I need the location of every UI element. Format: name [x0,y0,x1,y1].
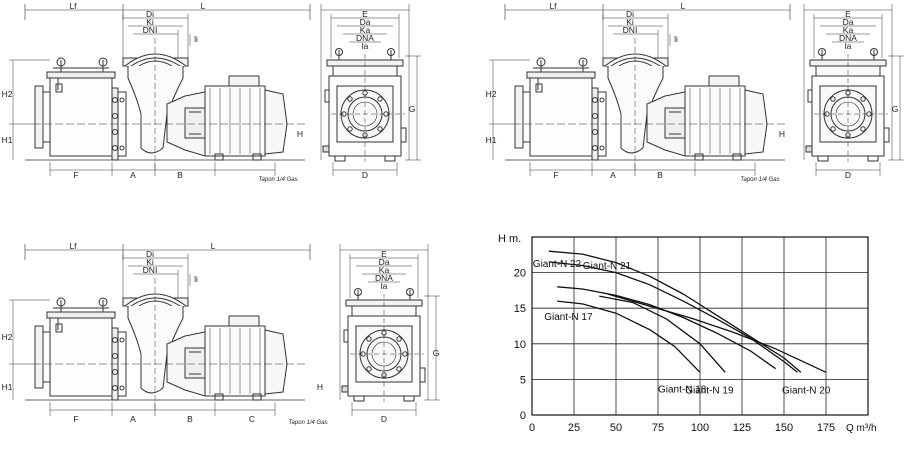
dim-ki: Ki [146,17,154,27]
x-tick-label: 50 [610,422,622,434]
dim-h-2: H [779,129,785,139]
dim-lf-3: Lf [69,241,77,251]
dim-d-2: D [845,170,851,180]
chart-y-ticks: 0 5 10 15 20 [514,268,526,422]
chart-frame [531,236,869,416]
dim-h1: H1 [2,135,13,145]
series-label-4: Giant-N 18 [658,384,707,395]
dim-b-3: B [187,414,193,424]
series-line-6 [607,293,827,373]
drain-note-2: Tapon 1/4 Gas [740,177,779,183]
dim-dna-2: DNA [839,33,857,43]
dim-dni-2: DNI [623,25,638,35]
series-label-3: Giant-N 17 [544,312,593,323]
dim-l-3: L [211,241,216,251]
dim-h1-3: H1 [2,382,13,392]
series-label-6: Giant-N 20 [782,385,831,396]
dim-la-2: la [845,41,852,51]
dim-li: li [194,34,198,44]
series-line-2 [548,261,798,373]
y-tick-label: 5 [520,374,526,386]
dim-a: A [130,170,136,180]
dim-f-3: F [73,414,78,424]
series-label-2: Giant-N 21 [583,261,632,272]
series-line-5 [599,295,726,373]
dim-h2: H2 [2,89,13,99]
dim-h: H [297,129,303,139]
series-line-3 [557,286,776,370]
y-tick-label: 15 [514,303,526,315]
dim-a-3: A [130,414,136,424]
y-tick-label: 10 [514,339,526,351]
pump-drawing-3 [8,243,441,417]
dim-di-3: Di [146,249,154,259]
dim-h-3: H [317,382,323,392]
dim-dni-3: DNI [143,265,158,275]
dim-a-2: A [610,170,616,180]
dim-dna-3: DNA [375,273,393,283]
series-label-5: Giant-N 19 [685,385,734,396]
dim-c-3: C [249,414,255,424]
dim-dna: DNA [356,33,374,43]
dim-e-2: E [845,9,851,19]
x-tick-label: 25 [568,422,580,434]
dim-ki-2: Ki [626,17,634,27]
dim-h2-2: H2 [486,89,497,99]
x-tick-label: 75 [652,422,664,434]
dim-da-2: Da [843,17,854,27]
dim-ka: Ka [360,25,371,35]
dim-g: G [409,104,416,114]
dim-li-2: li [674,34,678,44]
dim-la-3: la [381,281,388,291]
dim-da: Da [360,17,371,27]
x-tick-label: 100 [691,422,709,434]
dim-b-2: B [657,170,663,180]
dim-lf-2: Lf [549,1,557,11]
dim-dni: DNI [143,25,158,35]
dim-ka-3: Ka [379,265,390,275]
chart-series [548,250,827,373]
y-axis-label: H m. [498,233,521,245]
dim-h1-2: H1 [486,135,497,145]
series-line-1 [548,250,802,373]
dim-li-3: li [194,274,198,284]
series-line-4 [557,300,701,373]
x-tick-label: 0 [529,422,535,434]
dim-e: E [362,9,368,19]
dim-h2-3: H2 [2,332,13,342]
y-tick-label: 20 [514,268,526,280]
dim-g-3: G [433,348,440,358]
dim-la: la [362,41,369,51]
dim-di-2: Di [626,9,634,19]
dim-l: L [201,1,206,11]
drain-note: Tapon 1/4 Gas [258,177,297,183]
y-tick-label: 0 [520,410,526,422]
dim-f-2: F [553,170,558,180]
pump-drawing-2 [488,3,905,177]
dim-di: Di [146,9,154,19]
plot-area [531,236,869,416]
dim-e-3: E [381,249,387,259]
x-tick-label: 175 [817,422,835,434]
dim-g-2: G [892,104,899,114]
dim-ki-3: Ki [146,257,154,267]
x-axis-label: Q m³/h [846,423,877,434]
dim-da-3: Da [379,257,390,267]
drain-note-3: Tapon 1/4 Gas [288,420,327,426]
dim-d: D [362,170,368,180]
dim-f: F [73,170,78,180]
x-tick-label: 125 [733,422,751,434]
dim-lf: Lf [69,1,77,11]
dim-ka-2: Ka [843,25,854,35]
dim-d-3: D [381,414,387,424]
dim-l-2: L [681,1,686,11]
series-label-1: Giant-N 22 [533,259,582,270]
x-tick-label: 150 [775,422,793,434]
chart-x-ticks: 0 25 50 75 100 125 150 175 [529,422,835,434]
dim-b: B [177,170,183,180]
